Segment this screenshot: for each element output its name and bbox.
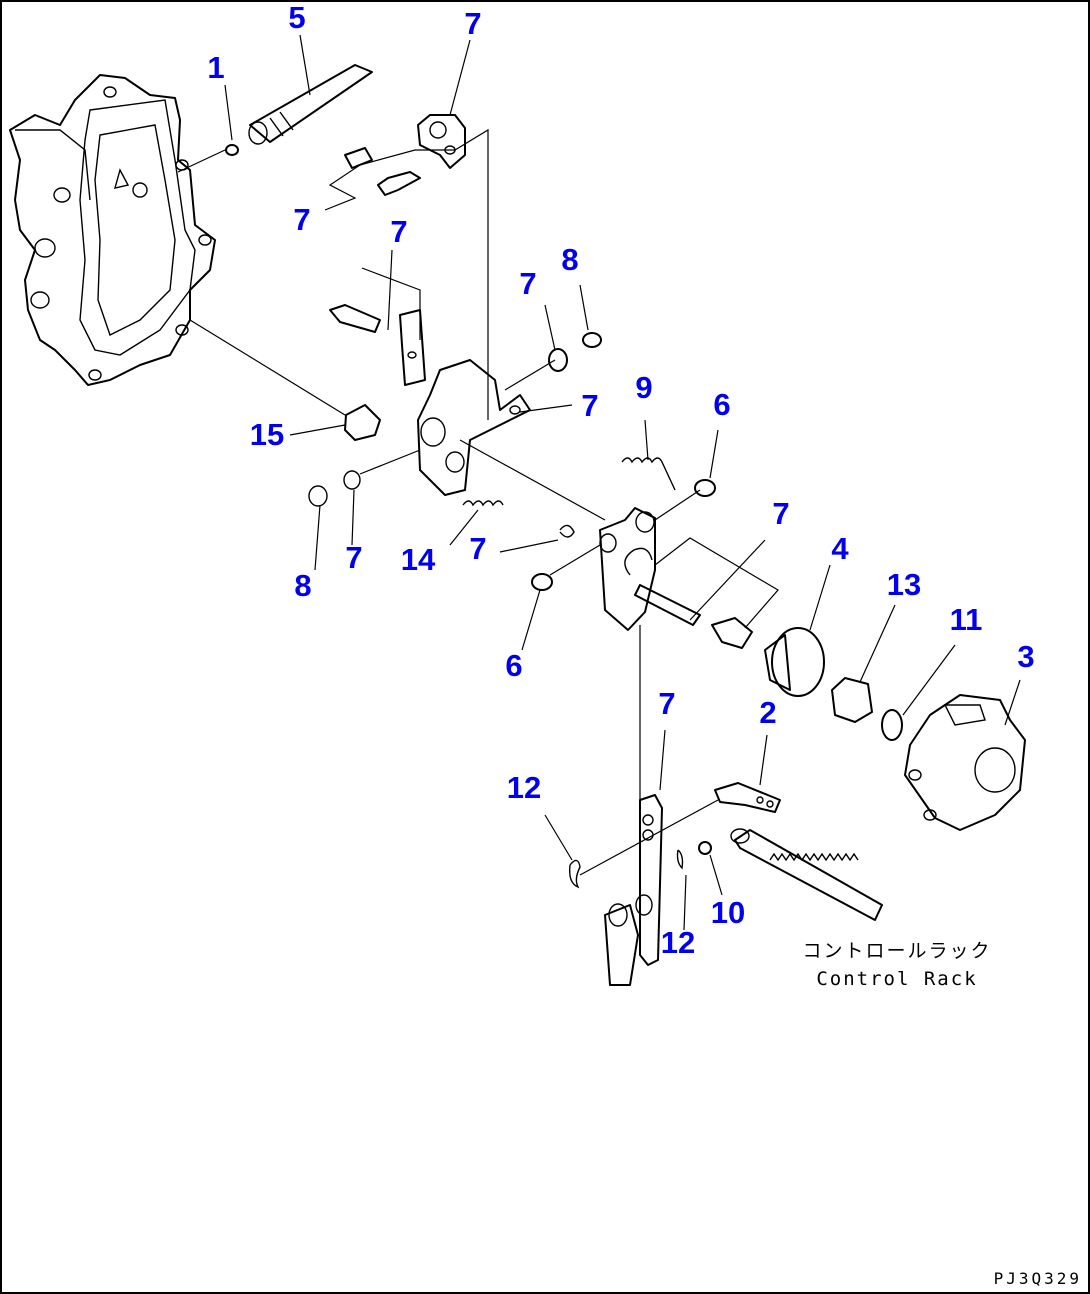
callout-7: 7 <box>345 540 362 575</box>
callout-5: 5 <box>288 0 305 35</box>
cover-part <box>904 694 1026 831</box>
callout-labels: 1 5 7 7 7 7 8 7 9 6 15 8 7 14 7 7 4 13 1… <box>207 0 1034 960</box>
spacer-part <box>548 348 568 372</box>
nut-part <box>831 677 873 723</box>
callout-7: 7 <box>464 6 481 41</box>
middle-bolt-part <box>329 304 426 386</box>
callout-7: 7 <box>581 388 598 423</box>
caption-japanese: コントロールラック <box>802 940 991 962</box>
pin-12a-part <box>568 859 581 889</box>
lever-2-part <box>714 782 781 813</box>
bolt-part <box>711 617 753 649</box>
callout-7: 7 <box>293 202 310 237</box>
main-lever-part <box>531 507 656 631</box>
pin-12b-part <box>676 849 684 870</box>
caption-english: Control Rack <box>816 968 977 990</box>
callout-15: 15 <box>250 417 284 452</box>
callout-7: 7 <box>772 496 789 531</box>
washer-11-part <box>881 709 903 741</box>
cam-disc-part <box>764 627 825 697</box>
washer-6-part <box>694 479 716 497</box>
leader-lines <box>177 34 1021 931</box>
lower-link-part <box>604 794 663 986</box>
callout-7: 7 <box>658 686 675 721</box>
callout-10: 10 <box>711 895 745 930</box>
callout-6: 6 <box>713 387 730 422</box>
callout-7: 7 <box>390 214 407 249</box>
callout-7: 7 <box>469 531 486 566</box>
callout-12: 12 <box>661 925 695 960</box>
control-rack-part <box>730 828 883 921</box>
callout-14: 14 <box>401 542 436 577</box>
plug-part <box>225 144 239 156</box>
callout-7: 7 <box>519 266 536 301</box>
ring-10-part <box>698 841 712 855</box>
callout-12: 12 <box>507 770 541 805</box>
spring-9-part <box>621 457 676 491</box>
drawing-number: PJ3Q329 <box>994 1269 1082 1288</box>
callout-9: 9 <box>635 370 652 405</box>
callout-4: 4 <box>831 531 849 566</box>
upper-bracket-part <box>344 114 466 196</box>
callout-2: 2 <box>759 695 776 730</box>
spring-part <box>462 500 504 507</box>
callout-3: 3 <box>1017 639 1034 674</box>
lever-block-part <box>308 359 531 507</box>
callout-8: 8 <box>294 568 311 603</box>
callout-1: 1 <box>207 50 224 85</box>
callout-13: 13 <box>887 567 921 602</box>
callout-6: 6 <box>505 648 522 683</box>
washer-part <box>582 332 602 348</box>
callout-11: 11 <box>950 602 983 637</box>
housing-part <box>9 74 216 386</box>
shaft-part <box>248 64 373 145</box>
pin-part <box>634 584 701 626</box>
callout-8: 8 <box>561 242 578 277</box>
